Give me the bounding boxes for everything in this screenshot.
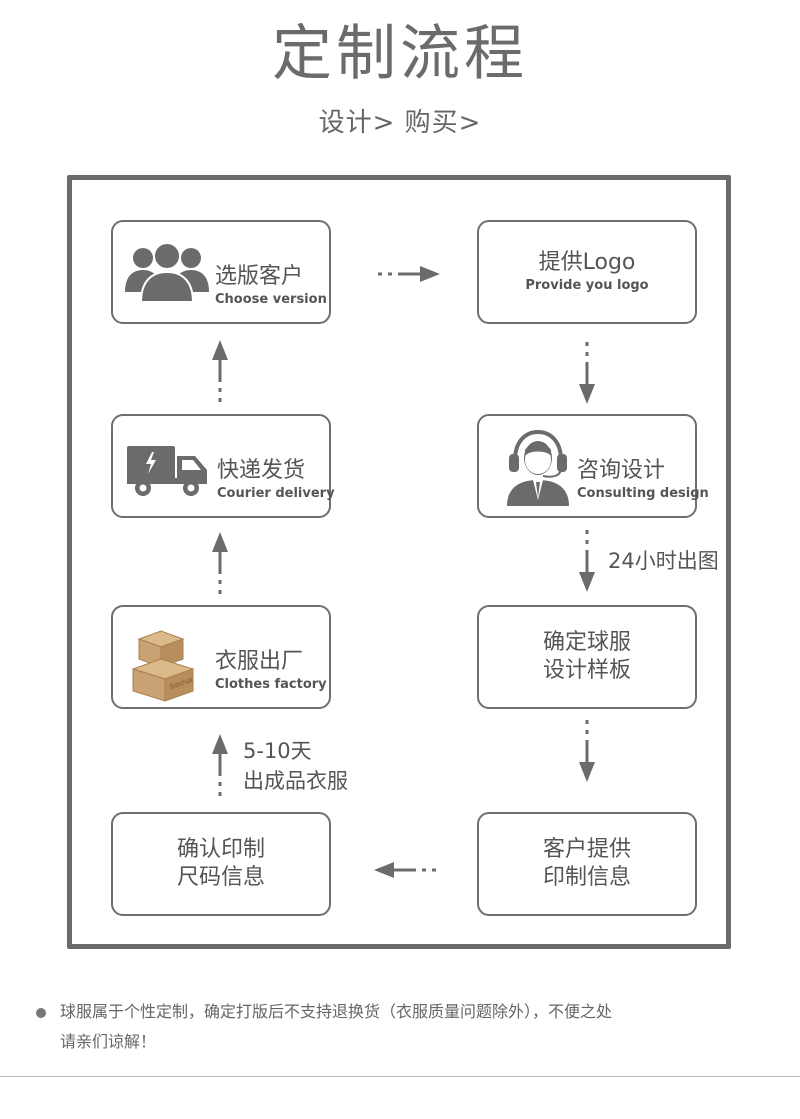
note-24-hours: 24小时出图 xyxy=(608,549,719,573)
step-clothes-factory-cn: 衣服出厂 xyxy=(215,649,304,674)
step-confirm-design-sample: 确定球服 设计样板 xyxy=(477,605,697,709)
step-provide-logo-cn: 提供Logo xyxy=(538,250,636,275)
headset-agent-icon xyxy=(507,429,569,506)
step-confirm-print-info: 确认印制 尺码信息 xyxy=(111,812,331,916)
arrow-up-factory-to-courier xyxy=(212,532,228,594)
page-title: 定制流程 xyxy=(272,19,528,89)
step-confirm-design-line1: 确定球服 xyxy=(542,630,631,655)
step-provide-logo: 提供Logo Provide you logo xyxy=(477,220,697,324)
step-courier-delivery-en: Courier delivery xyxy=(217,486,335,501)
footer-bullet xyxy=(36,1008,46,1018)
footer-line-1: 球服属于个性定制，确定打版后不支持退换货（衣服质量问题除外），不便之处 xyxy=(60,1002,613,1021)
step-consulting-design-en: Consulting design xyxy=(577,486,709,501)
step-courier-delivery-cn: 快递发货 xyxy=(217,458,306,483)
step-choose-version-en: Choose version xyxy=(215,292,327,307)
step-clothes-factory-en: Clothes factory xyxy=(215,677,327,692)
step-confirm-print-line2: 尺码信息 xyxy=(176,865,265,890)
arrow-down-confirm-to-provide xyxy=(579,720,595,782)
step-provide-logo-en: Provide you logo xyxy=(525,278,649,293)
process-frame xyxy=(67,175,731,949)
step-customer-provide-print-info: 客户提供 印制信息 xyxy=(477,812,697,916)
users-group-icon xyxy=(125,242,209,303)
arrow-right-choose-to-logo xyxy=(378,266,440,282)
arrow-down-logo-to-consult xyxy=(579,342,595,404)
step-consulting-design-cn: 咨询设计 xyxy=(577,458,666,483)
step-consulting-design: 咨询设计 Consulting design xyxy=(477,414,709,518)
cardboard-boxes-icon: bashat xyxy=(131,630,195,702)
arrow-down-consult-to-confirm xyxy=(579,530,595,592)
step-courier-delivery: 快递发货 Courier delivery xyxy=(111,414,335,518)
step-provide-print-line1: 客户提供 xyxy=(542,837,631,862)
footer-notice: 球服属于个性定制，确定打版后不支持退换货（衣服质量问题除外），不便之处 请亲们谅… xyxy=(60,997,760,1057)
step-confirm-design-line2: 设计样板 xyxy=(542,658,631,683)
arrow-left-provide-to-confirm-print xyxy=(374,862,436,878)
arrow-up-courier-to-choose xyxy=(212,340,228,402)
footer-line-2: 请亲们谅解！ xyxy=(60,1032,157,1051)
step-clothes-factory: bashat 衣服出厂 Clothes factory xyxy=(111,605,331,709)
footer-divider xyxy=(0,1076,800,1077)
delivery-truck-icon xyxy=(127,446,207,496)
step-provide-print-line2: 印制信息 xyxy=(542,865,631,890)
note-days-line1: 5-10天 xyxy=(243,739,312,763)
step-choose-version: 选版客户 Choose version xyxy=(111,220,331,324)
arrow-up-confirm-print-to-factory xyxy=(212,734,228,796)
step-confirm-print-line1: 确认印制 xyxy=(176,837,265,862)
note-days-line2: 出成品衣服 xyxy=(243,769,348,793)
page-subtitle: 设计> 购买> xyxy=(318,108,482,138)
step-choose-version-cn: 选版客户 xyxy=(215,264,304,289)
